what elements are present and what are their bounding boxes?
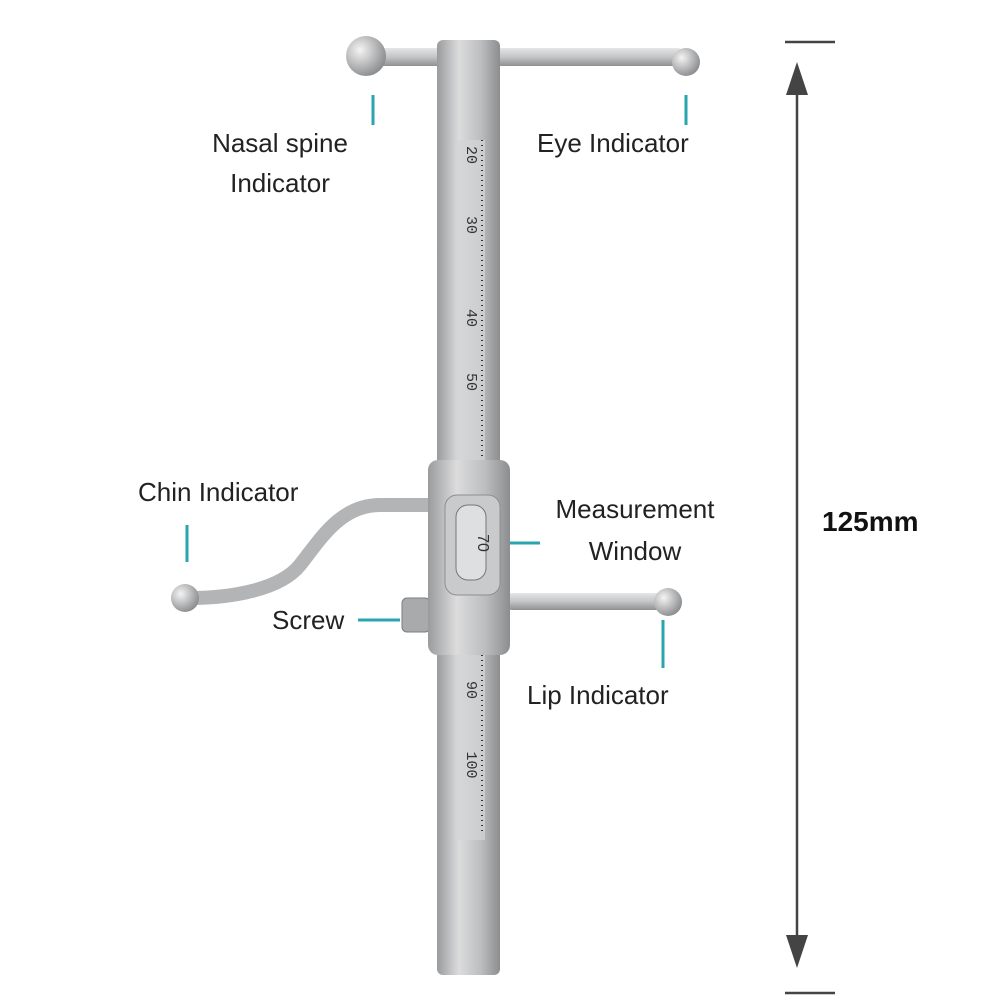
scale-mark: 50 (462, 373, 479, 391)
scale-mark: 90 (462, 681, 479, 699)
chin-ball (171, 584, 199, 612)
label-line: Window (588, 536, 682, 566)
label-screw: Screw (272, 605, 345, 635)
label-lip-indicator: Lip Indicator (527, 680, 669, 710)
scale-mark: 20 (462, 146, 479, 164)
label-eye-indicator: Eye Indicator (537, 128, 689, 158)
dimension-arrow (785, 40, 835, 995)
label-chin-indicator: Chin Indicator (138, 477, 299, 507)
label-measurement-window: Measurement Window (540, 488, 730, 572)
label-line: Nasal spine (212, 128, 348, 158)
label-nasal-spine-indicator: Nasal spine Indicator (195, 123, 365, 203)
scale-mark: 40 (462, 309, 479, 327)
scale-mark: 100 (462, 751, 479, 778)
label-line: Measurement (555, 494, 715, 524)
window-scale-mark: 70 (474, 534, 491, 552)
leader-lines (185, 95, 688, 668)
eye-ball (672, 48, 700, 76)
label-line: Indicator (230, 168, 330, 198)
top-bar (360, 48, 685, 66)
lip-ball (654, 588, 682, 616)
scale-mark: 30 (462, 216, 479, 234)
lip-arm (505, 593, 670, 610)
nasal-spine-ball (346, 36, 386, 76)
dimension-label: 125mm (822, 506, 919, 537)
chin-arm (183, 498, 437, 605)
screw (401, 597, 431, 633)
